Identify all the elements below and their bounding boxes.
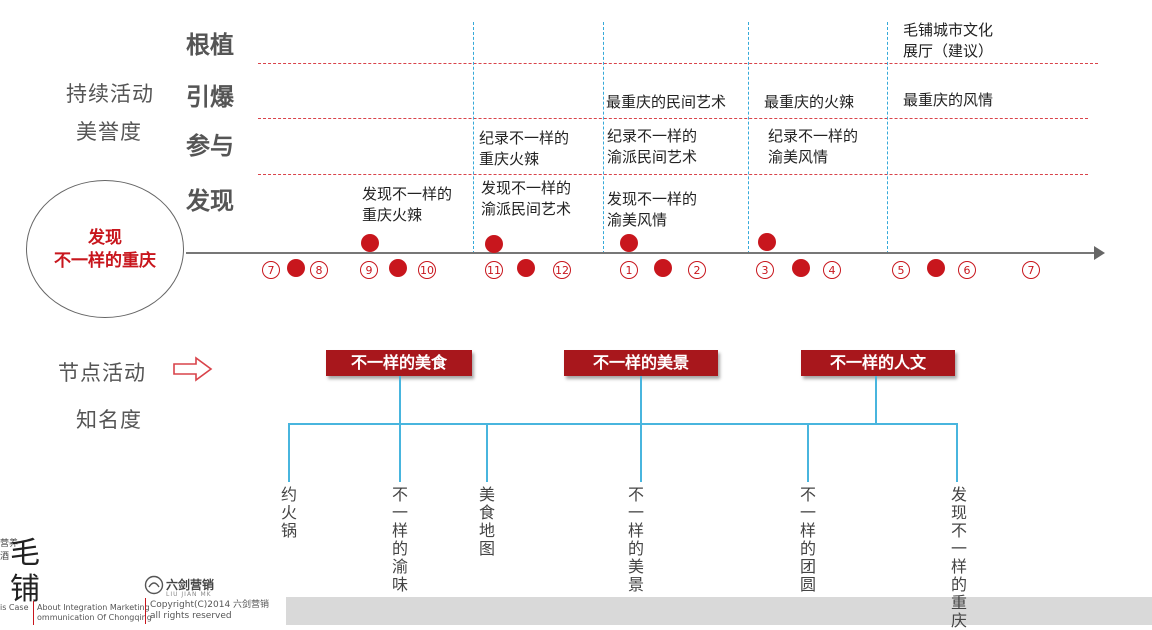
sustained-activity-label: 持续活动 — [66, 82, 154, 106]
month-marker: 7 — [262, 261, 280, 279]
branch-reunion: 不一样的团圆 — [799, 485, 816, 594]
cell-discover-folk-art: 发现不一样的渝派民间艺术 — [481, 179, 572, 218]
branch-discover: 发现不一样的重庆 — [950, 485, 967, 630]
footer-bar — [286, 597, 1152, 625]
connector — [956, 424, 958, 482]
footer-separator — [33, 601, 34, 625]
month-dot — [927, 259, 945, 277]
month-marker: 12 — [553, 261, 571, 279]
copyright-text: Copyright(C)2014 六剑营销 — [150, 600, 270, 610]
cell-culture-hall: 毛铺城市文化展厅（建议） — [903, 21, 994, 60]
branch-hotpot: 约火锅 — [280, 485, 297, 540]
integration-text: About Integration Marketing ommunication… — [37, 603, 152, 623]
level-root-label: 根植 — [186, 31, 234, 59]
connector — [640, 376, 642, 424]
reputation-label: 美誉度 — [76, 120, 142, 144]
month-marker: 9 — [360, 261, 378, 279]
month-dot — [287, 259, 305, 277]
maopu-logo: 毛铺 — [10, 536, 40, 607]
node-activity-label: 节点活动 — [58, 361, 146, 385]
cell-most-folk-art: 最重庆的民间艺术 — [606, 93, 727, 111]
connector — [875, 376, 877, 424]
cell-most-spicy: 最重庆的火辣 — [764, 93, 855, 111]
level-participate-label: 参与 — [186, 132, 234, 160]
month-marker: 1 — [620, 261, 638, 279]
integration-line-1: About Integration Marketing — [37, 603, 150, 612]
month-dot — [792, 259, 810, 277]
connector — [486, 424, 488, 482]
connector — [640, 424, 642, 482]
copyright-block: Copyright(C)2014 六剑营销 all rights reserve… — [150, 600, 269, 622]
month-dot — [517, 259, 535, 277]
month-marker: 2 — [688, 261, 706, 279]
connector-horizontal — [288, 423, 958, 425]
grid-line-3 — [258, 174, 1088, 175]
timeline-axis — [186, 252, 1096, 254]
month-marker: 4 — [823, 261, 841, 279]
month-marker: 11 — [485, 261, 503, 279]
theme-line-1: 发现 — [88, 228, 122, 248]
grid-line-2 — [258, 118, 1088, 119]
connector — [807, 424, 809, 482]
divider-3 — [748, 22, 749, 254]
divider-2 — [603, 22, 604, 254]
grid-line-1 — [258, 63, 1098, 64]
month-dot — [389, 259, 407, 277]
cell-discover-spicy: 发现不一样的重庆火辣 — [362, 185, 453, 224]
connector — [399, 424, 401, 482]
month-marker: 7 — [1022, 261, 1040, 279]
node-culture-button: 不一样的人文 — [801, 350, 955, 376]
theme-circle-text: 发现 不一样的重庆 — [26, 227, 184, 273]
timeline-arrowhead-icon — [1094, 246, 1105, 260]
connector — [288, 424, 290, 482]
divider-4 — [887, 22, 888, 254]
event-dot — [361, 234, 379, 252]
cell-record-folk-art: 纪录不一样的渝派民间艺术 — [607, 127, 698, 166]
month-dot — [654, 259, 672, 277]
month-marker: 6 — [958, 261, 976, 279]
branch-flavor: 不一样的渝味 — [391, 485, 408, 594]
cell-record-customs: 纪录不一样的渝美风情 — [768, 127, 859, 166]
cell-most-customs: 最重庆的风情 — [903, 91, 994, 109]
month-marker: 10 — [418, 261, 436, 279]
case-text: is Case — [0, 603, 29, 612]
theme-circle — [26, 180, 184, 318]
node-scenery-button: 不一样的美景 — [564, 350, 718, 376]
rights-text: all rights reserved — [150, 611, 232, 621]
brand-name: 六剑营销 — [166, 578, 215, 592]
connector — [399, 376, 401, 424]
month-marker: 8 — [310, 261, 328, 279]
level-ignite-label: 引爆 — [186, 83, 234, 111]
branch-food-map: 美食地图 — [478, 485, 495, 558]
brand-separator — [145, 598, 146, 624]
month-marker: 5 — [892, 261, 910, 279]
event-dot — [758, 233, 776, 251]
theme-line-2: 不一样的重庆 — [54, 251, 156, 271]
cell-record-spicy: 纪录不一样的重庆火辣 — [479, 129, 570, 168]
month-marker: 3 — [756, 261, 774, 279]
node-food-button: 不一样的美食 — [326, 350, 472, 376]
right-arrow-icon — [173, 356, 213, 382]
brand-sub: LIU JIAN MK — [166, 591, 212, 598]
event-dot — [620, 234, 638, 252]
cell-discover-customs: 发现不一样的渝美风情 — [607, 190, 698, 229]
awareness-label: 知名度 — [76, 408, 142, 432]
logo-side-text: 营养酒 — [0, 539, 19, 562]
divider-1 — [473, 22, 474, 254]
liujian-logo-icon — [144, 575, 164, 595]
integration-line-2: ommunication Of Chongqing — [37, 613, 152, 622]
level-discover-label: 发现 — [186, 187, 234, 215]
branch-scenery: 不一样的美景 — [627, 485, 644, 594]
event-dot — [485, 235, 503, 253]
